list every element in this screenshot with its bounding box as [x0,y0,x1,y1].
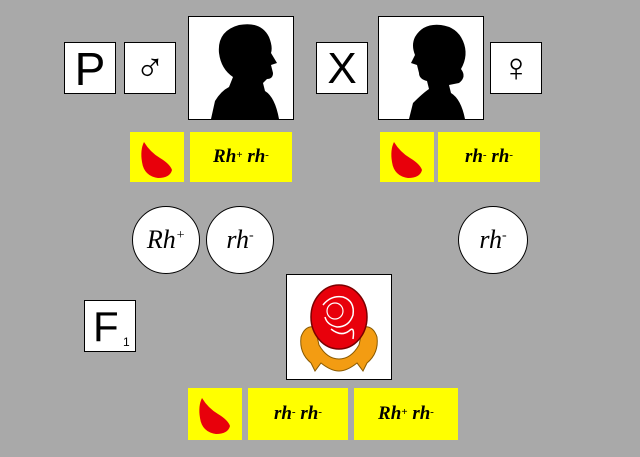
offspring-genotype-2: Rh+ rh- [354,388,458,440]
gamete-father-2: rh- [206,206,274,274]
male-symbol-box: ♂ [124,42,176,94]
mother-genotype: rh- rh- [438,132,540,182]
blood-drop-icon [141,142,172,178]
offspring-genotype-1: rh- rh- [248,388,348,440]
generation-f1-number: 1 [123,335,130,349]
father-genotype: Rh+ rh- [190,132,292,182]
generation-p-label: P [74,43,106,95]
gamete-mother: rh- [458,206,528,274]
cross-symbol-box: X [316,42,368,94]
generation-p-label-box: P [64,42,116,95]
father-portrait [188,16,294,120]
fetus-image [286,274,392,380]
female-symbol-icon: ♀ [501,46,531,90]
blood-drop-icon [391,142,422,178]
male-symbol-icon: ♂ [135,46,165,90]
offspring-blood-box [188,388,242,440]
blood-drop-icon [199,398,230,434]
generation-f1-letter: F [93,303,119,350]
mother-blood-box [380,132,434,182]
generation-f1-label-box: F 1 [84,300,136,352]
gamete-father-1: Rh+ [132,206,200,274]
male-silhouette-icon [211,24,279,120]
female-silhouette-icon [409,24,466,119]
female-symbol-box: ♀ [490,42,542,94]
cross-symbol: X [327,44,357,93]
fetus-in-womb-icon [300,284,378,372]
father-blood-box [130,132,184,182]
mother-portrait [378,16,484,120]
